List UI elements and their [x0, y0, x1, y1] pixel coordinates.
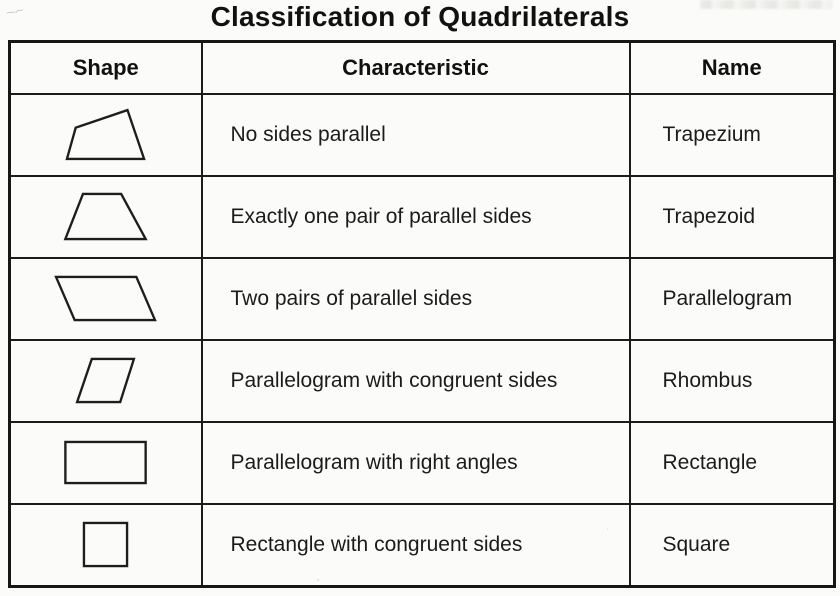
- name-cell: Parallelogram: [628, 257, 836, 341]
- rectangle-shape-icon: [63, 440, 147, 485]
- characteristic-cell: Parallelogram with right angles: [200, 421, 631, 505]
- characteristic-cell: Exactly one pair of parallel sides: [200, 175, 631, 259]
- quadrilateral-classification-table: Shape Characteristic Name No sides paral…: [8, 40, 836, 588]
- name-cell: Rectangle: [628, 421, 836, 505]
- column-header-name: Name: [628, 40, 836, 95]
- table-row-trapezoid: Exactly one pair of parallel sides Trape…: [8, 175, 836, 259]
- name-cell: Rhombus: [628, 339, 836, 423]
- name-cell: Trapezium: [628, 93, 836, 177]
- table-row-rhombus: Parallelogram with congruent sides Rhomb…: [8, 339, 836, 423]
- column-header-shape: Shape: [8, 40, 203, 95]
- rhombus-shape-icon: [75, 357, 136, 404]
- column-header-characteristic: Characteristic: [200, 40, 631, 95]
- page-title: Classification of Quadrilaterals: [210, 1, 630, 32]
- table-row-parallelogram: Two pairs of parallel sides Parallelogra…: [8, 257, 836, 341]
- parallelogram-shape-icon: [54, 275, 157, 322]
- name-cell: Square: [628, 503, 836, 587]
- name-cell: Trapezoid: [628, 175, 836, 259]
- trapezium-shape-icon: [65, 108, 146, 161]
- characteristic-cell: Rectangle with congruent sides: [200, 503, 631, 587]
- square-shape-icon: [82, 521, 128, 567]
- characteristic-cell: No sides parallel: [200, 93, 631, 177]
- table-header-row: Shape Characteristic Name: [8, 40, 836, 95]
- characteristic-cell: Parallelogram with congruent sides: [200, 339, 631, 423]
- table-row-square: Rectangle with congruent sides Square: [8, 503, 836, 587]
- characteristic-cell: Two pairs of parallel sides: [200, 257, 631, 341]
- table-row-trapezium: No sides parallel Trapezium: [8, 93, 836, 177]
- table-row-rectangle: Parallelogram with right angles Rectangl…: [8, 421, 836, 505]
- trapezoid-shape-icon: [63, 192, 148, 241]
